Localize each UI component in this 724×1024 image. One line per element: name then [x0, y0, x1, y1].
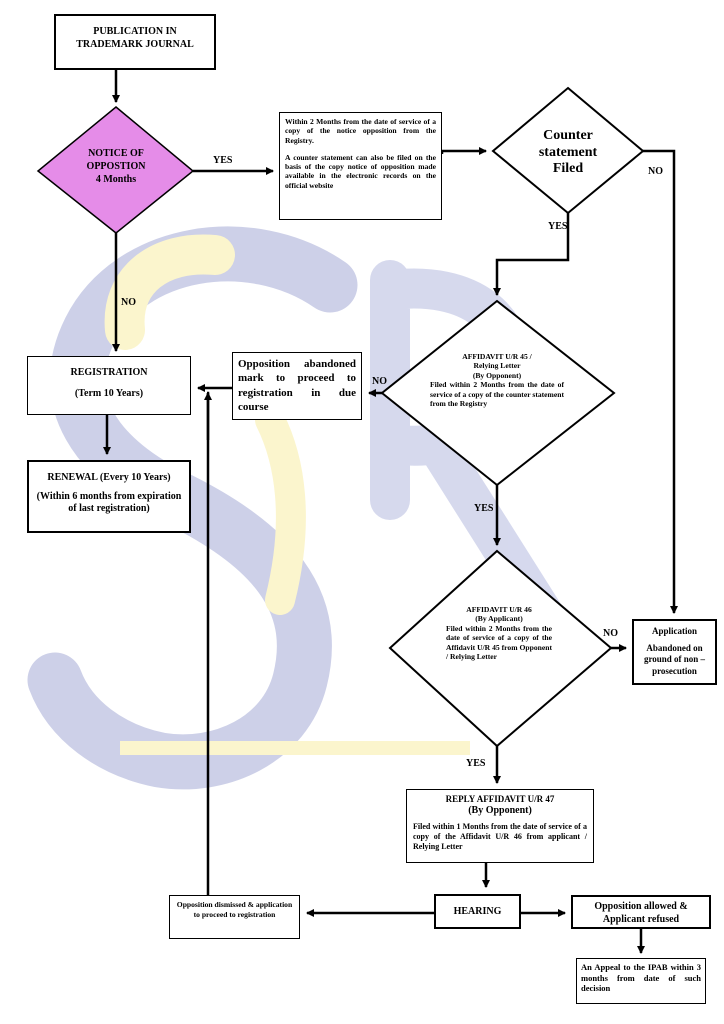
- notice-line2: OPPOSTION: [86, 161, 146, 172]
- counter-line2: statement: [538, 144, 598, 160]
- label-yes-counter: YES: [548, 221, 568, 232]
- within-two-months-p2: A counter statement can also be filed on…: [285, 152, 436, 190]
- label-yes-aff45: YES: [474, 503, 494, 514]
- counter-text: Counter statement Filed: [510, 128, 626, 178]
- affidavit45-line3: (By Opponent): [472, 370, 522, 380]
- opposition-dismissed-box: Opposition dismissed & application to pr…: [169, 895, 300, 939]
- affidavit45-line2: Relying Letter: [473, 361, 521, 371]
- affidavit45-line4: Filed within 2 Months from the date of s…: [430, 380, 564, 409]
- opposition-allowed-text: Opposition allowed & Applicant refused: [594, 901, 688, 925]
- notice-line3: 4 Months: [95, 174, 137, 185]
- label-no-aff46: NO: [603, 628, 618, 639]
- reply-title: REPLY AFFIDAVIT U/R 47: [445, 794, 555, 804]
- affidavit45-text: AFFIDAVIT U/R 45 / Relying Letter (By Op…: [430, 352, 564, 409]
- opposition-abandoned-text: Opposition abandoned mark to proceed to …: [238, 358, 356, 413]
- renewal-box: RENEWAL (Every 10 Years) (Within 6 month…: [27, 460, 191, 533]
- notice-line1: NOTICE OF: [88, 148, 144, 159]
- reply-affidavit-box: REPLY AFFIDAVIT U/R 47 (By Opponent) Fil…: [406, 789, 594, 863]
- appeal-text: An Appeal to the IPAB within 3 months fr…: [581, 962, 701, 994]
- publication-line2: TRADEMARK JOURNAL: [76, 38, 194, 50]
- renewal-title: RENEWAL (Every 10 Years): [47, 472, 171, 483]
- label-no-aff45: NO: [372, 376, 387, 387]
- counter-line1: Counter: [543, 128, 593, 143]
- affidavit46-line2: (By Applicant): [475, 614, 523, 624]
- hearing-label: HEARING: [453, 906, 502, 917]
- opposition-allowed-box: Opposition allowed & Applicant refused: [571, 895, 711, 929]
- hearing-box: HEARING: [434, 894, 521, 929]
- registration-term: (Term 10 Years): [74, 387, 144, 399]
- publication-box: PUBLICATION IN TRADEMARK JOURNAL: [54, 14, 216, 70]
- reply-sub: (By Opponent): [468, 805, 532, 817]
- opposition-abandoned-box: Opposition abandoned mark to proceed to …: [232, 352, 362, 420]
- reply-detail: Filed within 1 Months from the date of s…: [413, 821, 587, 851]
- renewal-detail: (Within 6 months from expiration of last…: [36, 490, 182, 515]
- connectors: [103, 70, 678, 954]
- label-no-counter: NO: [648, 166, 663, 177]
- affidavit45-line1: AFFIDAVIT U/R 45 /: [462, 352, 532, 361]
- label-no-notice: NO: [121, 297, 136, 308]
- appeal-box: An Appeal to the IPAB within 3 months fr…: [576, 958, 706, 1004]
- publication-line1: PUBLICATION IN: [93, 26, 177, 37]
- notice-text: NOTICE OF OPPOSTION 4 Months: [60, 147, 172, 186]
- affidavit46-line1: AFFIDAVIT U/R 46: [466, 605, 532, 614]
- registration-title: REGISTRATION: [70, 367, 148, 378]
- registration-box: REGISTRATION (Term 10 Years): [27, 356, 191, 415]
- application-detail: Abandoned on ground of non – prosecution: [643, 642, 706, 677]
- application-title: Application: [651, 626, 697, 636]
- label-yes-notice: YES: [213, 155, 233, 166]
- label-yes-aff46: YES: [466, 758, 486, 769]
- within-two-months-p1: Within 2 Months from the date of service…: [285, 117, 436, 145]
- affidavit46-text: AFFIDAVIT U/R 46 (By Applicant) Filed wi…: [446, 605, 552, 662]
- within-two-months-box: Within 2 Months from the date of service…: [279, 112, 442, 220]
- application-abandoned-box: Application Abandoned on ground of non –…: [632, 619, 717, 685]
- counter-line3: Filed: [552, 161, 584, 177]
- opposition-dismissed-text: Opposition dismissed & application to pr…: [176, 900, 293, 919]
- affidavit46-line3: Filed within 2 Months from the date of s…: [446, 623, 552, 662]
